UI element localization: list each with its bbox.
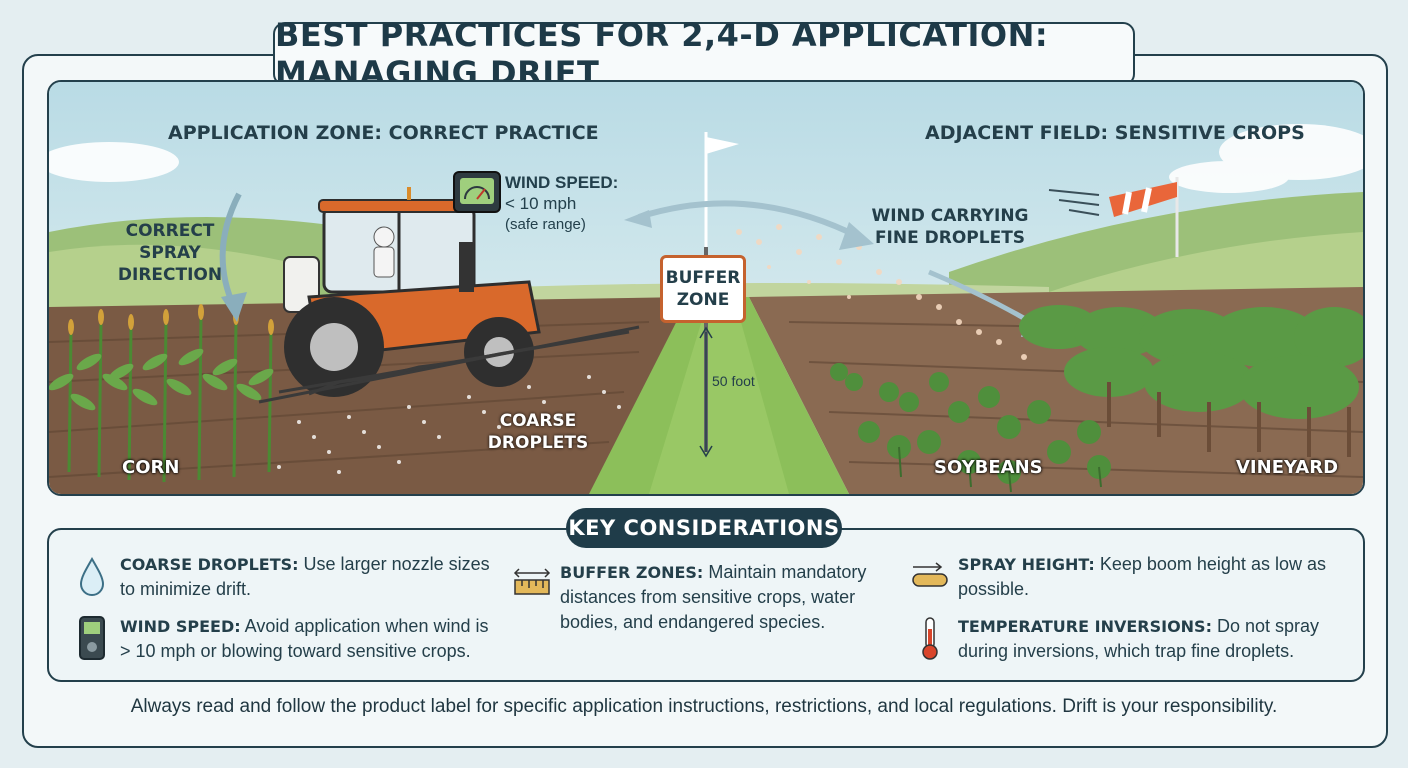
wind-speed-note: (safe range) <box>505 216 586 233</box>
vineyard-label: VINEYARD <box>1236 457 1339 478</box>
windsock <box>1048 177 1179 257</box>
wind-speed-readout: WIND SPEED: < 10 mph (safe range) <box>505 172 618 235</box>
footer-disclaimer: Always read and follow the product label… <box>130 696 1278 717</box>
droplet-icon <box>72 552 112 600</box>
consideration-coarse-droplets: COARSE DROPLETS: Use larger nozzle sizes… <box>72 552 492 602</box>
buffer-distance-label: 50 foot <box>712 373 755 389</box>
application-zone-heading: APPLICATION ZONE: CORRECT PRACTICE <box>168 122 599 144</box>
consideration-temperature-inversions: TEMPERATURE INVERSIONS: Do not spray dur… <box>910 614 1340 664</box>
key-considerations-title: KEY CONSIDERATIONS <box>566 508 842 548</box>
spray-direction-arrow <box>219 192 247 322</box>
corn-plants <box>49 304 274 483</box>
consideration-buffer-zones: BUFFER ZONES: Maintain mandatory distanc… <box>512 560 892 635</box>
consideration-wind-speed: WIND SPEED: Avoid application when wind … <box>72 614 502 664</box>
thermometer-icon <box>910 614 950 662</box>
fine-droplet-drift <box>736 224 1027 360</box>
title-banner: BEST PRACTICES FOR 2,4-D APPLICATION: MA… <box>273 16 1135 92</box>
corn-label: CORN <box>122 457 180 478</box>
tape-measure-icon <box>910 552 950 600</box>
ruler-icon <box>512 560 552 608</box>
buffer-zone-sign: BUFFER ZONE <box>660 255 746 323</box>
wind-speed-value: < 10 mph <box>505 194 577 213</box>
soybean-plants <box>830 363 1111 493</box>
adjacent-field-heading: ADJACENT FIELD: SENSITIVE CROPS <box>925 122 1305 144</box>
field-illustration <box>49 82 1363 494</box>
field-scene <box>47 80 1365 496</box>
tractor <box>283 187 541 397</box>
anemometer-icon <box>72 614 112 662</box>
consideration-spray-height: SPRAY HEIGHT: Keep boom height as low as… <box>910 552 1340 602</box>
clouds <box>49 124 1363 193</box>
wind-carry-label: WIND CARRYING FINE DROPLETS <box>871 206 1029 248</box>
soybeans-label: SOYBEANS <box>934 457 1043 478</box>
spray-direction-label: CORRECT SPRAY DIRECTION <box>117 221 223 285</box>
vineyard-plants <box>1019 305 1363 457</box>
coarse-droplets-label: COARSE DROPLETS <box>487 411 589 453</box>
spray-boom <box>258 325 640 404</box>
coarse-droplet-spray <box>277 375 621 474</box>
buffer-distance-marker <box>699 326 713 458</box>
wind-speed-gauge <box>453 171 501 213</box>
wind-speed-label: WIND SPEED: <box>505 173 619 192</box>
